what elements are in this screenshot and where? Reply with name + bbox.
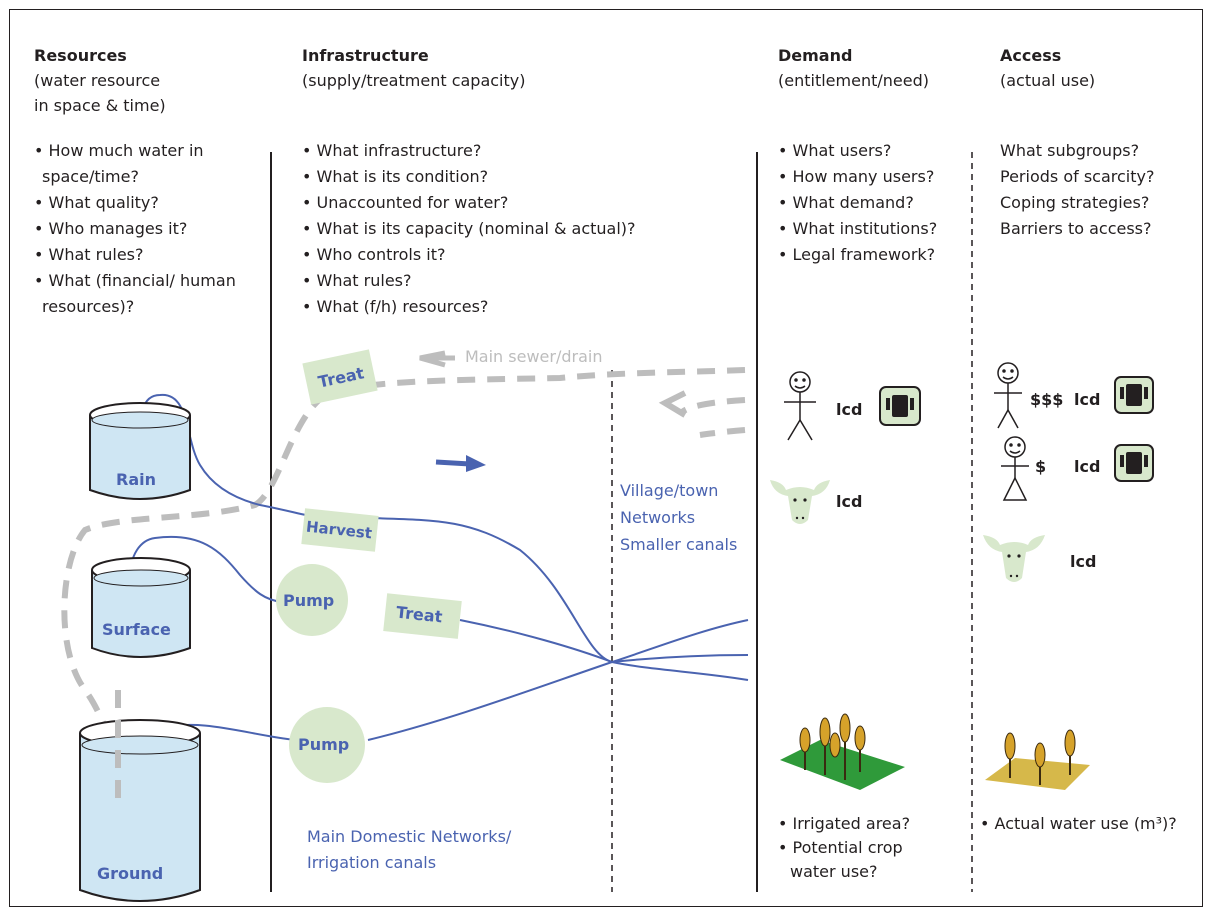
demand-crop-note-2: • Potential crop	[778, 838, 903, 857]
access-cow-icon	[983, 535, 1045, 582]
diagram-frame	[9, 9, 1203, 907]
list-item: space/time?	[42, 167, 139, 186]
surface-tank-label: Surface	[102, 620, 171, 639]
list-item: • How many users?	[778, 167, 935, 186]
access-poor-person-icon	[1001, 436, 1029, 501]
demand-subtitle: (entitlement/need)	[778, 71, 929, 90]
resources-subtitle-2: in space & time)	[34, 96, 166, 115]
flow-lines	[129, 393, 749, 776]
main-networks-label-2: Irrigation canals	[307, 853, 437, 872]
village-label-2: Networks	[620, 508, 696, 527]
list-item: • What users?	[778, 141, 892, 160]
village-label-1: Village/town	[620, 481, 719, 500]
list-item: • What infrastructure?	[302, 141, 482, 160]
access-poor-tap-icon	[1114, 444, 1154, 482]
list-item: resources)?	[42, 297, 135, 316]
access-title: Access	[1000, 46, 1062, 65]
sewer-path	[61, 367, 746, 762]
flow-direction-arrow	[435, 455, 486, 472]
list-item: • What quality?	[34, 193, 159, 212]
rain-tank	[89, 402, 191, 500]
list-item: • What (f/h) resources?	[302, 297, 489, 316]
main-networks-label-1: Main Domestic Networks/	[307, 827, 512, 846]
access-subtitle: (actual use)	[1000, 71, 1096, 90]
list-item: • What institutions?	[778, 219, 938, 238]
list-item: • What is its condition?	[302, 167, 489, 186]
access-cow-lcd: lcd	[1070, 552, 1097, 571]
treat-mid-node	[383, 593, 462, 639]
list-item: • Who manages it?	[34, 219, 188, 238]
harvest-node	[301, 508, 379, 552]
list-item: • What demand?	[778, 193, 914, 212]
pump-bottom-label: Pump	[298, 735, 350, 754]
demand-title: Demand	[778, 46, 853, 65]
access-poor-lcd: lcd	[1074, 457, 1101, 476]
infrastructure-subtitle: (supply/treatment capacity)	[302, 71, 526, 90]
ground-tank	[79, 719, 201, 902]
list-item: What subgroups?	[1000, 141, 1140, 160]
pump-top-label: Pump	[283, 591, 335, 610]
treat-top-node	[302, 349, 378, 405]
demand-person-icon	[784, 371, 816, 441]
access-rich-lcd: lcd	[1074, 390, 1101, 409]
sewer-label: Main sewer/drain	[465, 347, 603, 366]
access-rich-cost: $$$	[1030, 390, 1064, 409]
demand-cow-icon	[770, 480, 830, 524]
sewer-arrow-left	[658, 390, 687, 418]
list-item: • What rules?	[302, 271, 412, 290]
access-rich-person-icon	[994, 362, 1022, 429]
pump-bottom-node	[289, 707, 365, 783]
infrastructure-title: Infrastructure	[302, 46, 429, 65]
demand-crop-note-1: • Irrigated area?	[778, 814, 911, 833]
surface-tank	[91, 557, 191, 658]
access-rich-tap-icon	[1114, 376, 1154, 414]
list-item: • Who controls it?	[302, 245, 446, 264]
demand-person-lcd: lcd	[836, 400, 863, 419]
list-item: • What is its capacity (nominal & actual…	[302, 219, 636, 238]
demand-tap-icon	[879, 386, 921, 426]
list-item: Barriers to access?	[1000, 219, 1152, 238]
list-item: • Legal framework?	[778, 245, 936, 264]
rain-tank-label: Rain	[116, 470, 156, 489]
list-item: Coping strategies?	[1000, 193, 1150, 212]
list-item: • How much water in	[34, 141, 204, 160]
resources-title: Resources	[34, 46, 127, 65]
ground-tank-label: Ground	[97, 864, 164, 883]
demand-crop-field-icon	[780, 713, 905, 790]
pump-top-node	[276, 564, 348, 636]
village-label-3: Smaller canals	[620, 535, 738, 554]
demand-crop-note-3: water use?	[790, 862, 878, 881]
list-item: • What rules?	[34, 245, 144, 264]
access-crop-field-icon	[985, 729, 1090, 790]
access-crop-note: • Actual water use (m³)?	[980, 814, 1177, 833]
resources-subtitle-1: (water resource	[34, 71, 161, 90]
access-poor-cost: $	[1035, 457, 1047, 476]
list-item: • Unaccounted for water?	[302, 193, 509, 212]
list-item: • What (financial/ human	[34, 271, 236, 290]
demand-cow-lcd: lcd	[836, 492, 863, 511]
treat-mid-label: Treat	[395, 602, 444, 627]
list-item: Periods of scarcity?	[1000, 167, 1155, 186]
